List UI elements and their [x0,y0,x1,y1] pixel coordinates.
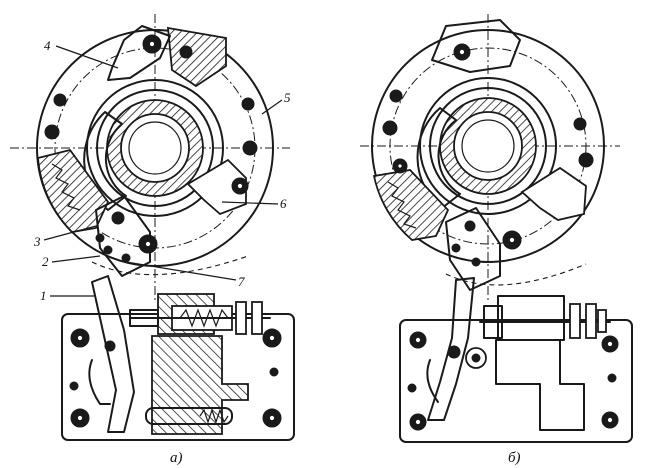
lever-6-b [520,166,587,221]
caption-a: a) [170,450,183,466]
spring-housing-b [497,295,565,341]
link-2-b [445,207,501,291]
lever-6-a [186,158,247,216]
disc-bolts-b [382,89,594,174]
callout-2: 2 [42,254,49,269]
support-block-a [151,335,249,435]
link-2-a [95,195,151,277]
hub-outer-b [419,77,557,215]
nut-1-b [569,303,581,339]
lever-1-a [91,275,135,433]
callout-1: 1 [40,288,47,303]
lower-spring-a [199,408,229,424]
hatched-sector-b [372,169,450,241]
base-bolts-b [407,331,619,431]
top-latch-b [431,19,521,73]
disc-bolts-a [44,45,258,195]
housing-spring-a [179,308,229,328]
view-b [360,14,633,443]
hub-outer-a [86,79,224,217]
callout-5: 5 [284,90,291,105]
view-a [10,14,295,441]
callout-3: 3 [33,234,41,249]
callout-6: 6 [280,196,287,211]
leader-lines-a [43,45,283,297]
nut-2-b [585,303,597,339]
curved-arm-a [83,111,127,211]
nut-1-a [235,301,247,335]
pawl-4-a [107,25,171,81]
base-plate-b [399,319,633,443]
nut-2-a [251,301,263,335]
sector-spring-a [51,163,81,211]
base-bolts-a [69,328,282,428]
sector-spring-b [387,181,417,229]
hatched-sector-a [37,148,110,233]
curved-arm-b [416,107,461,209]
caption-b: б) [508,450,521,466]
support-block-b [495,339,585,431]
callout-4: 4 [44,38,51,53]
callout-7: 7 [238,274,245,289]
top-latch-a [166,26,227,88]
